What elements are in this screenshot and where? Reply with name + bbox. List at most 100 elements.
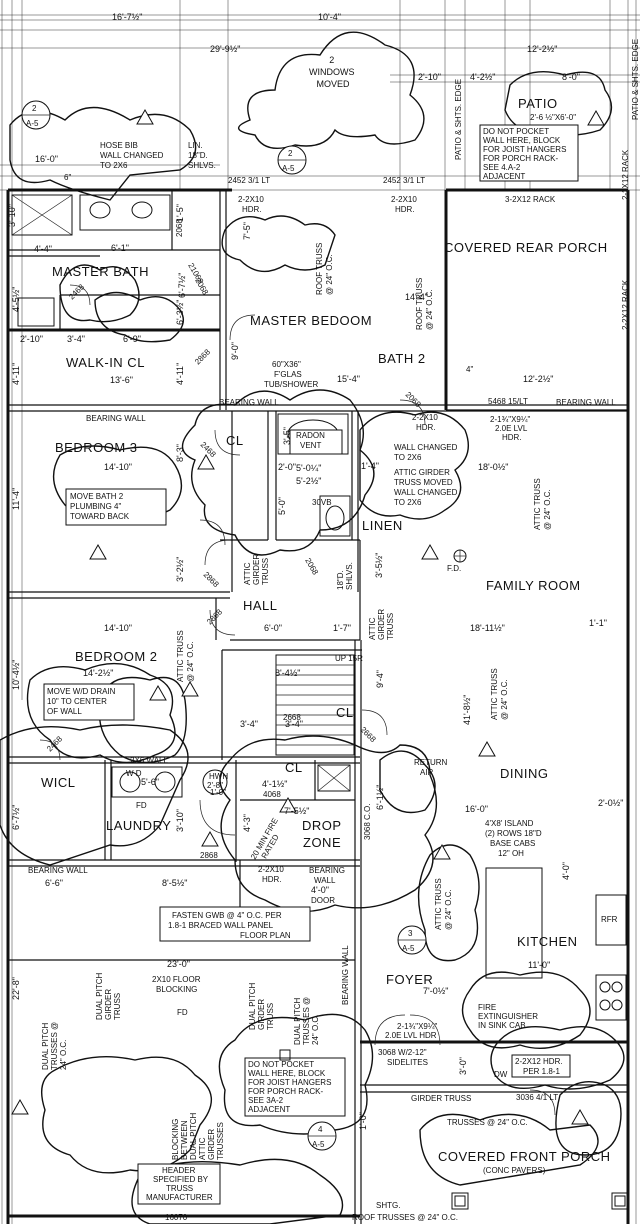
room-bedroom-3: BEDROOM 3 <box>55 440 138 455</box>
dim-18-0: 18'-0½" <box>478 462 508 472</box>
dim-15-4: 15'-4" <box>337 374 360 384</box>
note-dual-pitch-d: DUAL PITCH TRUSSES @ 24" O.C. <box>293 995 320 1045</box>
note-dual-pitch-b: DUAL PITCH GIRDER TRUSS <box>248 981 275 1031</box>
tag-2: 2 <box>32 104 37 113</box>
dim-11-4: 11'-4" <box>11 488 21 510</box>
room-laundry: LAUNDRY <box>106 818 171 833</box>
room-bath-2: BATH 2 <box>378 351 426 366</box>
note-fasten: FASTEN GWB @ 4" O.C. PER 1.8-1 BRACED WA… <box>168 911 291 940</box>
dim-10-4: 10'-4½" <box>11 660 21 690</box>
note-boxes <box>43 124 579 1205</box>
dim-14-2: 14'-2½" <box>83 668 113 678</box>
dim-3-4-b: 3'-4" <box>240 719 258 729</box>
dim-top-16-7: 16'-7½" <box>112 12 142 22</box>
note-lvl-hdr-2: 2-1¾"X9¼" 2.0E LVL HDR <box>385 1022 440 1040</box>
dim-7-5: 7'-5½" <box>284 806 309 816</box>
dim-18-11: 18'-11½" <box>470 623 505 633</box>
note-hdr-2452-a: 2452 3/1 LT <box>228 176 270 185</box>
tag-3: 3 <box>408 929 413 938</box>
note-hdr-2x10-d: 2-2X10 HDR. <box>258 865 286 884</box>
dim-41-8: 41'-8½" <box>462 695 472 725</box>
tag-a5: A-5 <box>26 119 39 128</box>
note-3068-co: 3068 C.O. <box>363 804 372 840</box>
note-move-bath2: MOVE BATH 2 PLUMBING 4" TOWARD BACK <box>70 492 130 521</box>
room-covered-front-porch: COVERED FRONT PORCH <box>438 1149 611 1164</box>
dim-4-11-b: 4'-11" <box>175 363 185 385</box>
interior-dimensions: 4'-4" 6'-1" 2'-10" 3'-4" 6'-9" 13'-6" 15… <box>7 173 623 1130</box>
note-hdr-5468: 5468 15/LT <box>488 397 528 406</box>
note-wd: W D <box>126 769 142 778</box>
dim-5-0: 5'-0" <box>277 497 287 515</box>
note-hdr-2x10-b: 2-2X10 HDR. <box>391 195 419 214</box>
note-girder-truss: GIRDER TRUSS <box>411 1094 471 1103</box>
note-tub: 60"X36" F'GLAS TUB/SHOWER <box>264 360 318 389</box>
dim-3-10-b: 3'-10" <box>7 204 17 227</box>
room-cl-stair: CL <box>285 760 303 775</box>
dim-top-29-9: 29'-9½" <box>210 44 240 54</box>
room-dining: DINING <box>500 766 549 781</box>
note-2868-c: 2868 <box>205 607 224 626</box>
dim-4-1: 4'-1½" <box>262 779 287 789</box>
dim-1-1: 1'-1" <box>589 618 607 628</box>
note-16070: 16070 <box>165 1213 188 1222</box>
room-wicl: WICL <box>41 775 76 790</box>
dim-5-2: 5'-2½" <box>296 476 321 486</box>
note-hdr-2452-b: 2452 3/1 LT <box>383 176 425 185</box>
note-wall-2x6: WALL CHANGED TO 2X6 <box>394 443 460 462</box>
dim-1-0-b: 1'-0" <box>210 788 226 797</box>
note-30vb: 30VB <box>312 498 332 507</box>
dim-3-2: 3'-2½" <box>175 557 185 582</box>
room-covered-rear-porch: COVERED REAR PORCH <box>444 240 608 255</box>
tag-a5-d: A-5 <box>312 1140 325 1149</box>
note-patio-shts-2: PATIO & SHTS. EDGE <box>631 39 640 120</box>
dim-7-5-b: 7'-5" <box>242 222 252 240</box>
room-master-bath: MASTER BATH <box>52 264 149 279</box>
dim-14-10: 14'-10" <box>104 462 132 472</box>
dim-6-0: 6'-0" <box>264 623 282 633</box>
dim-3-0: 3'-0" <box>458 1057 468 1075</box>
note-bearing-wall-b: BEARING WALL <box>219 398 279 407</box>
note-patio-size: 2'-6 ½"X6'-0" <box>530 113 576 122</box>
note-door: DOOR <box>311 896 335 905</box>
note-2468-c: 2468 <box>45 734 64 753</box>
dim-2-0-b: 2'-0" <box>278 462 296 472</box>
note-2868-b: 2868 <box>202 570 221 589</box>
room-family-room: FAMILY ROOM <box>486 578 581 593</box>
note-bearing-wall-e: BEARING WALL <box>309 866 347 885</box>
dim-8-4: 8'-4½" <box>275 668 300 678</box>
dim-6-inch: 6" <box>64 173 71 182</box>
note-roof-truss-b: ROOF TRUSS @ 24" O.C. <box>415 275 434 330</box>
note-2868-d: 2868 <box>193 347 212 366</box>
note-return-air: RETURN AIR <box>414 758 450 777</box>
note-2068-b: 2068 <box>303 557 320 577</box>
dim-9-0: 9'-0" <box>230 342 240 360</box>
note-hdr-3036: 3036 4/1 LT <box>516 1093 558 1102</box>
note-floor-blocking: 2X10 FLOOR BLOCKING <box>152 975 203 994</box>
note-dual-pitch-a: DUAL PITCH GIRDER TRUSS <box>95 971 122 1021</box>
dim-13-6: 13'-6" <box>110 375 133 385</box>
note-door-3068: 3068 W/2-12" SIDELITES <box>378 1048 429 1067</box>
dim-16-0-b: 16'-0" <box>465 804 488 814</box>
room-cl-bath: CL <box>226 433 244 448</box>
dim-3-4: 3'-4" <box>67 334 85 344</box>
note-2668-b: 2668 <box>283 713 301 722</box>
note-bearing-wall-c: BEARING WALL <box>556 398 616 407</box>
dim-4-2: 4'-2½" <box>470 72 495 82</box>
tag-a5-c: A-5 <box>402 944 415 953</box>
note-2468-a: 2468 <box>67 282 86 301</box>
dim-11-0: 11'-0" <box>528 960 550 970</box>
dim-1-5: 1'-5" <box>175 204 185 222</box>
note-attic-girder: ATTIC GIRDER TRUSS MOVED WALL CHANGED TO… <box>394 468 460 507</box>
dim-14-4: 14'-4" <box>405 292 428 302</box>
dim-8-0: 8'-0" <box>562 72 580 82</box>
dim-4-11: 4'-11" <box>11 363 21 385</box>
dim-23-0: 23'-0" <box>167 959 190 969</box>
note-hwh: HWH 2'-8" <box>207 772 230 790</box>
note-patio-shts: PATIO & SHTS. EDGE <box>454 79 463 160</box>
note-rack-2: 2-2X12 RACK <box>621 279 630 330</box>
dim-4-5: 4'-5½" <box>11 287 21 312</box>
section-markers: 2 A-5 2 A-5 3 A-5 4 A-5 <box>11 100 605 1151</box>
dim-6-1-b: 6'-1½" <box>375 785 385 810</box>
room-linen: LINEN <box>362 518 403 533</box>
